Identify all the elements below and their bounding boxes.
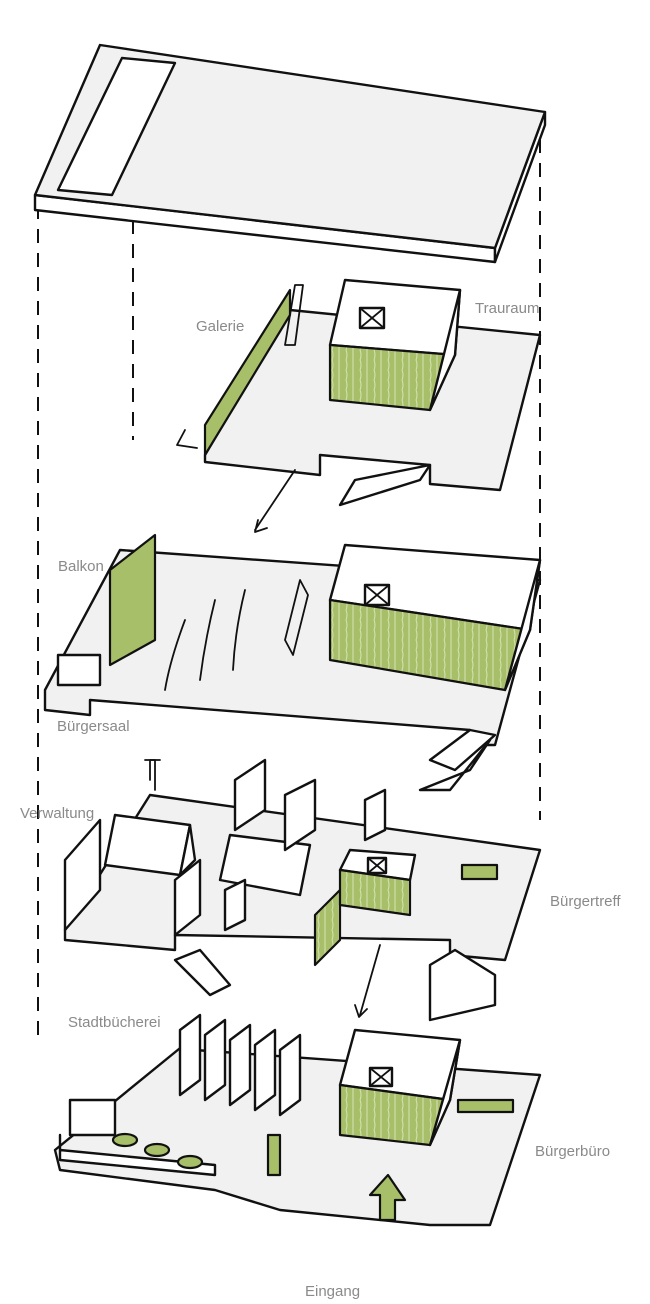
label-balkon: Balkon	[58, 558, 104, 575]
label-galerie: Galerie	[196, 318, 245, 335]
roof-slab	[33, 43, 547, 264]
label-verwaltung: Verwaltung	[20, 805, 95, 822]
label-buergerbuero: Bürgerbüro	[535, 1143, 611, 1160]
label-buergertreff: Bürgertreff	[550, 893, 621, 910]
floor-buergersaal	[43, 533, 542, 792]
dashed-guide-lines	[37, 115, 541, 1045]
floor-stadtbuecherei-buergerbuero	[53, 1013, 542, 1227]
bookshelves	[178, 1013, 302, 1117]
entrance-arrow	[368, 1173, 407, 1222]
floor-verwaltung-buergertreff	[63, 758, 542, 1022]
floor-galerie-trauraum	[176, 278, 542, 533]
label-buergersaal: Bürgersaal	[57, 718, 130, 735]
label-eingang: Eingang	[305, 1283, 361, 1300]
label-stadtbuecherei: Stadtbücherei	[68, 1014, 161, 1031]
skylight-opening	[56, 56, 177, 197]
label-trauraum: Trauraum	[475, 300, 540, 317]
